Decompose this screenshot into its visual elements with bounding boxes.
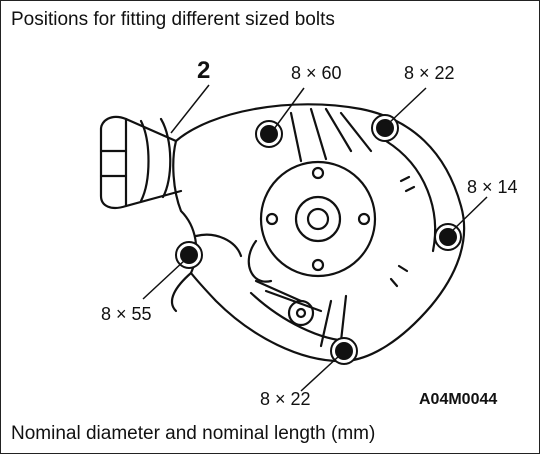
bolt-8x55 bbox=[175, 241, 203, 269]
bolt-label-8x55: 8 × 55 bbox=[101, 304, 152, 324]
pump-hub-mid bbox=[294, 195, 342, 243]
leader-part-2 bbox=[170, 84, 210, 134]
pump-housing-outline bbox=[172, 103, 466, 363]
figure-code: A04M0044 bbox=[419, 391, 498, 408]
pump-hub-outer bbox=[259, 160, 377, 278]
small-port bbox=[287, 299, 315, 327]
leader-8x22-top bbox=[388, 87, 427, 124]
inlet-pipe bbox=[99, 115, 183, 210]
diagram-footer: Nominal diameter and nominal length (mm) bbox=[11, 423, 376, 444]
bolt-8x14 bbox=[434, 223, 462, 251]
part-number-label: 2 bbox=[197, 57, 211, 84]
leader-8x60 bbox=[273, 87, 305, 130]
leader-8x14 bbox=[450, 196, 488, 233]
bolt-label-8x22-top: 8 × 22 bbox=[404, 63, 455, 83]
bolt-label-8x60: 8 × 60 bbox=[291, 63, 342, 83]
leader-8x22-bottom bbox=[300, 355, 340, 392]
diagram-title: Positions for fitting different sized bo… bbox=[11, 9, 335, 30]
bolt-8x60 bbox=[255, 120, 283, 148]
leader-8x55 bbox=[142, 259, 186, 300]
bolt-label-8x14: 8 × 14 bbox=[467, 177, 518, 197]
bolt-label-8x22-bottom: 8 × 22 bbox=[260, 389, 311, 409]
